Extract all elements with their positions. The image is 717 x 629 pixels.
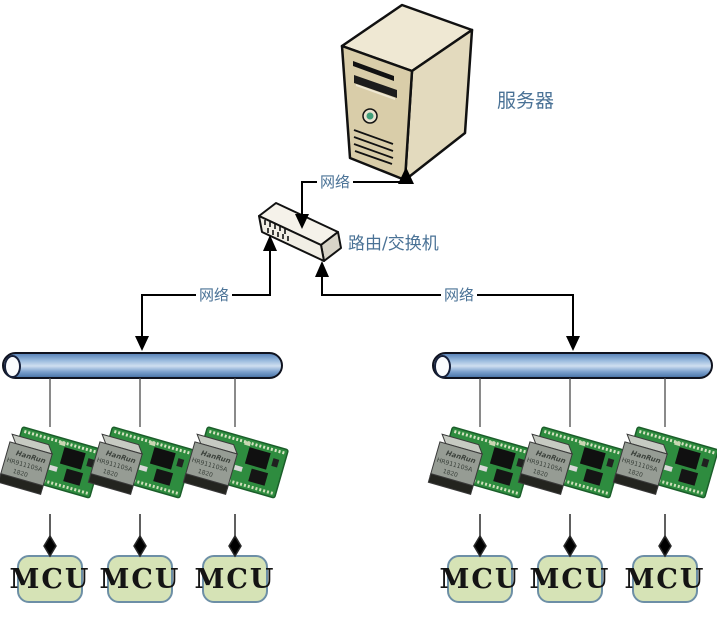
network-label-server-link: 网络 (317, 173, 354, 191)
arrow-into-router-right (315, 261, 329, 277)
mcu-label: MCU (624, 563, 706, 595)
mcu-label: MCU (529, 563, 611, 595)
server-front-details (353, 61, 397, 165)
mcu-box: MCU (625, 555, 703, 603)
router-label: 路由/交换机 (348, 234, 439, 254)
bus-cylinder-left (2, 352, 283, 379)
link-lines (141, 181, 574, 338)
arrow-into-left-bus (135, 336, 149, 351)
arrow-into-router-left (263, 235, 277, 251)
mcu-box: MCU (440, 555, 518, 603)
mcu-label: MCU (99, 563, 181, 595)
mcu-label: MCU (194, 563, 276, 595)
network-label-right-link: 网络 (441, 286, 478, 304)
drive-slot (354, 75, 397, 98)
arrow-into-right-bus (566, 336, 580, 351)
arrow-heads (135, 167, 580, 351)
bus-cylinder-right (432, 352, 713, 379)
mcu-box: MCU (195, 555, 273, 603)
mcu-box: MCU (530, 555, 608, 603)
drive-slot (353, 61, 394, 81)
mcu-label: MCU (9, 563, 91, 595)
mcu-label: MCU (439, 563, 521, 595)
mcu-box: MCU (10, 555, 88, 603)
server-graphic (340, 3, 474, 182)
router-graphic (258, 202, 342, 262)
arrow-into-server (398, 167, 414, 184)
router-ports (264, 220, 289, 241)
bus-drop-lines (49, 378, 666, 427)
mcu-box: MCU (100, 555, 178, 603)
module-mcu-links (43, 514, 672, 558)
vent-lines (353, 129, 394, 165)
server-label: 服务器 (497, 90, 555, 112)
arrow-into-router-top (295, 214, 309, 229)
network-label-left-link: 网络 (196, 286, 233, 304)
